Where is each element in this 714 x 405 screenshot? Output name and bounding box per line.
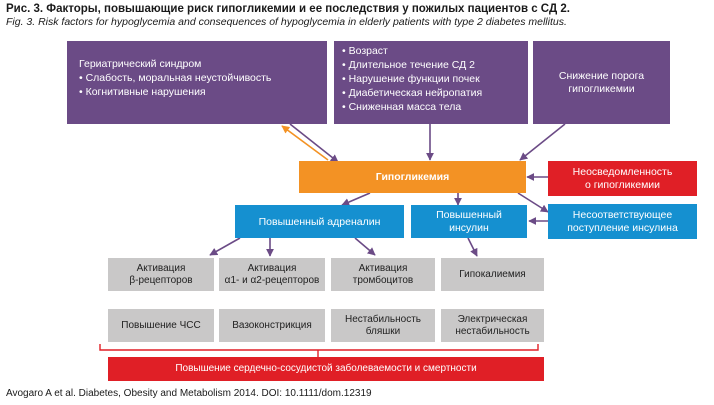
- outcome-bracket: [99, 344, 539, 357]
- platelets-line-2: тромбоцитов: [352, 274, 414, 286]
- risk-factors-box: Возраст Длительное течение СД 2 Нарушени…: [334, 41, 528, 124]
- outcome-label: Повышение сердечно-сосудистой заболеваем…: [175, 363, 477, 374]
- hypoglycemia-box: Гипогликемия: [299, 161, 526, 193]
- arrow-adrenaline-to-platelets: [354, 237, 376, 256]
- plaque-line-1: Нестабильность: [344, 313, 422, 325]
- source-citation: Avogaro A et al. Diabetes, Obesity and M…: [6, 388, 372, 399]
- arrow-hypoglycemia-to-inappropriate: [517, 192, 549, 213]
- insulin-line-1: Повышенный: [436, 208, 502, 221]
- electrical-instability-box: Электрическая нестабильность: [441, 309, 544, 342]
- hypokalemia-box: Гипокалиемия: [441, 258, 544, 291]
- unawareness-box: Неосведомленность о гипогликемии: [548, 161, 697, 196]
- list-item: Слабость, моральная неустойчивость: [79, 71, 327, 85]
- platelets-line-1: Активация: [358, 262, 408, 274]
- arrow-hypoglycemia-to-geriatric: [281, 125, 329, 161]
- electrical-line-2: нестабильность: [455, 325, 530, 337]
- unawareness-line-1: Неосведомленность: [572, 165, 673, 178]
- geriatric-syndrome-list: Слабость, моральная неустойчивость Когни…: [79, 71, 327, 99]
- inappropriate-insulin-box: Несоответствующее поступление инсулина: [548, 204, 697, 239]
- insulin-line-2: инсулин: [449, 221, 489, 234]
- alpha-line-1: Активация: [247, 262, 297, 274]
- threshold-line-2: гипогликемии: [568, 82, 635, 95]
- list-item: Нарушение функции почек: [342, 72, 528, 86]
- alpha-receptor-box: Активация α1- и α2-рецепторов: [219, 258, 325, 291]
- electrical-line-1: Электрическая: [457, 313, 528, 325]
- platelet-activation-box: Активация тромбоцитов: [331, 258, 435, 291]
- adrenaline-label: Повышенный адреналин: [258, 215, 381, 228]
- list-item: Длительное течение СД 2: [342, 58, 528, 72]
- arrow-geriatric-to-hypoglycemia: [289, 123, 339, 163]
- hypokalemia-label: Гипокалиемия: [459, 268, 526, 280]
- plaque-instability-box: Нестабильность бляшки: [331, 309, 435, 342]
- list-item: Возраст: [342, 44, 528, 58]
- list-item: Сниженная масса тела: [342, 100, 528, 114]
- arrow-threshold-to-hypoglycemia: [519, 123, 566, 161]
- beta-line-1: Активация: [136, 262, 186, 274]
- geriatric-syndrome-title: Гериатрический синдром: [79, 58, 202, 70]
- list-item: Диабетическая нейропатия: [342, 86, 528, 100]
- figure-subtitle: Fig. 3. Risk factors for hypoglycemia an…: [6, 16, 567, 28]
- geriatric-syndrome-box: Гериатрический синдром Слабость, моральн…: [67, 41, 327, 124]
- inappropriate-insulin-line-1: Несоответствующее: [572, 208, 673, 221]
- unawareness-line-2: о гипогликемии: [584, 178, 661, 191]
- insulin-box: Повышенный инсулин: [411, 205, 527, 238]
- risk-factors-list: Возраст Длительное течение СД 2 Нарушени…: [342, 44, 528, 114]
- inappropriate-insulin-line-2: поступление инсулина: [567, 221, 678, 234]
- list-item: Когнитивные нарушения: [79, 85, 327, 99]
- adrenaline-box: Повышенный адреналин: [235, 205, 404, 238]
- alpha-line-2: α1- и α2-рецепторов: [224, 274, 320, 286]
- tachycardia-label: Повышение ЧСС: [121, 319, 201, 331]
- plaque-line-2: бляшки: [365, 325, 401, 337]
- arrow-adrenaline-to-beta: [209, 237, 241, 256]
- threshold-box: Снижение порога гипогликемии: [533, 41, 670, 124]
- threshold-line-1: Снижение порога: [558, 69, 645, 82]
- arrow-hypoglycemia-to-adrenaline: [341, 192, 371, 206]
- figure-title: Рис. 3. Факторы, повышающие риск гипогли…: [6, 3, 570, 15]
- arrow-insulin-to-hypokalemia: [467, 237, 478, 257]
- hypoglycemia-label: Гипогликемия: [375, 171, 450, 183]
- outcome-box: Повышение сердечно-сосудистой заболеваем…: [108, 357, 544, 381]
- beta-line-2: β-рецепторов: [129, 274, 193, 286]
- vasoconstriction-box: Вазоконстрикция: [219, 309, 325, 342]
- tachycardia-box: Повышение ЧСС: [108, 309, 214, 342]
- beta-receptor-box: Активация β-рецепторов: [108, 258, 214, 291]
- vasoconstriction-label: Вазоконстрикция: [232, 319, 312, 331]
